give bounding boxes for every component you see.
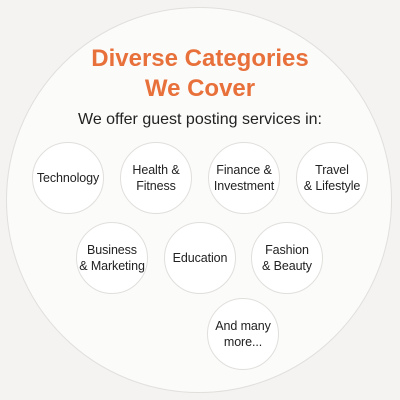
title-line-1: Diverse Categories <box>91 45 309 72</box>
category-label: Health & Fitness <box>132 163 180 193</box>
category-label: Finance & Investment <box>213 163 275 193</box>
category-fashion-beauty: Fashion & Beauty <box>251 222 323 294</box>
category-technology: Technology <box>32 142 104 214</box>
category-business-marketing: Business & Marketing <box>76 222 148 294</box>
category-education: Education <box>164 222 236 294</box>
category-label: Travel & Lifestyle <box>303 163 361 193</box>
category-label: Education <box>172 251 228 265</box>
category-label: Fashion & Beauty <box>262 243 312 273</box>
title-line-2: We Cover <box>144 75 256 102</box>
category-label: Business & Marketing <box>79 243 145 273</box>
category-label: Technology <box>36 171 100 185</box>
category-health-fitness: Health & Fitness <box>120 142 192 214</box>
page-title: Diverse Categories We Cover <box>0 44 400 104</box>
category-finance-investment: Finance & Investment <box>208 142 280 214</box>
subtitle: We offer guest posting services in: <box>78 111 322 128</box>
category-travel-lifestyle: Travel & Lifestyle <box>296 142 368 214</box>
category-label: And many more... <box>215 319 271 349</box>
category-and-more: And many more... <box>207 298 279 370</box>
